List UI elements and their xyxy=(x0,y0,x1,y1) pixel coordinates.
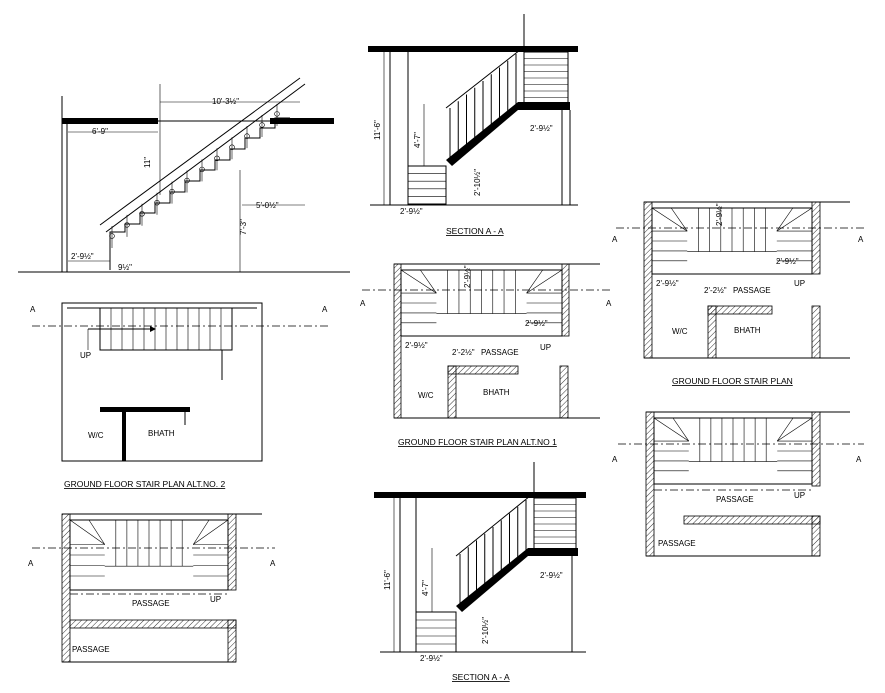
wc-label-alt2: W/C xyxy=(88,431,104,440)
winder-line xyxy=(776,207,794,232)
plan-main: A A 2'-9½" 2'-9½" 2'-9½" 2'-2½" PASSAGE … xyxy=(612,201,864,386)
baluster-ornament xyxy=(244,133,250,139)
marker-a-bl-right: A xyxy=(270,559,276,568)
winder-line xyxy=(400,269,437,294)
dim-left-label: 6'-9" xyxy=(92,127,108,136)
rb-passage2: PASSAGE xyxy=(658,539,696,548)
title-plan-alt1: GROUND FLOOR STAIR PLAN ALT.NO 1 xyxy=(398,437,557,447)
dim-base-label: 2'-9½" xyxy=(71,252,94,261)
section-bottom: 11'-6" 4'-7" 2'-9½" 2'-10½" 2'-9½" SECTI… xyxy=(374,462,586,682)
marker-a-main-left: A xyxy=(612,235,618,244)
passage2-label-bl: PASSAGE xyxy=(72,645,110,654)
winder-line xyxy=(670,207,688,232)
baluster-ornament xyxy=(214,155,220,162)
baluster-ornament xyxy=(229,144,235,150)
main-dim-d: 2'-2½" xyxy=(704,286,727,295)
sectop-height: 11'-6" xyxy=(373,120,382,140)
marker-a-main-right: A xyxy=(858,235,864,244)
marker-a-alt1-left: A xyxy=(360,299,366,308)
main-bath: BHATH xyxy=(734,326,761,335)
bath-label-alt2: BHATH xyxy=(148,429,175,438)
marker-a-rb-right: A xyxy=(856,455,862,464)
winder-line xyxy=(193,519,229,545)
plan-right-bottom: A A PASSAGE UP PASSAGE xyxy=(612,411,864,557)
sectop-flight: 4'-7" xyxy=(413,132,422,148)
baluster-ornament xyxy=(274,111,280,117)
main-dim-a: 2'-9½" xyxy=(715,203,724,226)
winder-line xyxy=(672,417,690,442)
alt1-dim-d: 2'-2½" xyxy=(452,348,475,357)
baluster-ornament xyxy=(124,222,130,228)
dim-run-label: 5'-0½" xyxy=(256,201,279,210)
main-wc: W/C xyxy=(672,327,688,336)
baluster-ornament xyxy=(109,233,115,239)
dim-riser-label: 11" xyxy=(143,157,152,168)
alt1-up: UP xyxy=(540,343,551,352)
winder-line xyxy=(69,519,105,545)
plan-bottom-left: A A PASSAGE UP PASSAGE xyxy=(28,513,276,663)
title-section-top: SECTION A - A xyxy=(446,226,504,236)
title-plan-main: GROUND FLOOR STAIR PLAN xyxy=(672,376,793,386)
winder-line xyxy=(776,417,794,442)
dim-height-label: 7'-3" xyxy=(239,219,248,235)
sectop-base: 2'-9½" xyxy=(400,207,423,216)
main-dim-b: 2'-9½" xyxy=(776,257,799,266)
secbot-step: 2'-10½" xyxy=(481,617,490,644)
winder-line xyxy=(776,207,813,232)
winder-line xyxy=(653,417,689,442)
winder-line xyxy=(192,519,210,545)
passage-label-bl: PASSAGE xyxy=(132,599,170,608)
baluster-ornament xyxy=(259,122,265,128)
stair-elevation: 6'-9" 10'-3½" 11" 5'-0½" 7'-3" 2'-9½" 9½… xyxy=(18,77,350,273)
plan-alt1: A A 2'-9½" 2'-9½" 2'-9½" 2'-2½" PASSAGE … xyxy=(360,263,612,447)
baluster-ornament xyxy=(154,200,160,206)
baluster-ornament xyxy=(199,166,205,173)
rb-up: UP xyxy=(794,491,805,500)
title-plan-alt2: GROUND FLOOR STAIR PLAN ALT.NO. 2 xyxy=(64,479,225,489)
dim-tread-label: 9½" xyxy=(118,263,132,272)
sectop-step: 2'-10½" xyxy=(473,169,482,196)
secbot-flight: 4'-7" xyxy=(421,580,430,596)
marker-a-bl-left: A xyxy=(28,559,34,568)
main-passage: PASSAGE xyxy=(733,286,771,295)
marker-a-rb-left: A xyxy=(612,455,618,464)
up-label-bl: UP xyxy=(210,595,221,604)
title-section-bottom: SECTION A - A xyxy=(452,672,510,682)
marker-a-alt1-right: A xyxy=(606,299,612,308)
alt1-dim-a: 2'-9½" xyxy=(463,265,472,288)
winder-line xyxy=(526,269,563,294)
section-marker-a-left: A xyxy=(30,305,36,314)
winder-line xyxy=(651,207,688,232)
alt1-dim-b: 2'-9½" xyxy=(525,319,548,328)
winder-line xyxy=(526,269,543,294)
secbot-base: 2'-9½" xyxy=(420,654,443,663)
secbot-height: 11'-6" xyxy=(383,570,392,590)
rb-passage: PASSAGE xyxy=(716,495,754,504)
alt1-bath: BHATH xyxy=(483,388,510,397)
dim-span-label: 10'-3½" xyxy=(212,97,239,106)
alt1-wc: W/C xyxy=(418,391,434,400)
baluster-ornament xyxy=(169,188,175,195)
baluster-ornament xyxy=(184,177,190,184)
winder-line xyxy=(420,269,437,294)
winder-line xyxy=(777,417,813,442)
section-top: 11'-6" 4'-7" 2'-9½" 2'-10½" 2'-9½" SECTI… xyxy=(368,14,578,236)
up-label-alt2: UP xyxy=(80,351,91,360)
alt1-dim-c: 2'-9½" xyxy=(405,341,428,350)
plan-alt2: A A UP W/C BHATH GROUND FLOOR STAIR PLAN… xyxy=(30,302,330,489)
alt1-passage: PASSAGE xyxy=(481,348,519,357)
secbot-land: 2'-9½" xyxy=(540,571,563,580)
main-up: UP xyxy=(794,279,805,288)
section-marker-a-right: A xyxy=(322,305,328,314)
baluster-ornament xyxy=(139,211,145,217)
winder-line xyxy=(88,519,106,545)
main-dim-c: 2'-9½" xyxy=(656,279,679,288)
sectop-land: 2'-9½" xyxy=(530,124,553,133)
